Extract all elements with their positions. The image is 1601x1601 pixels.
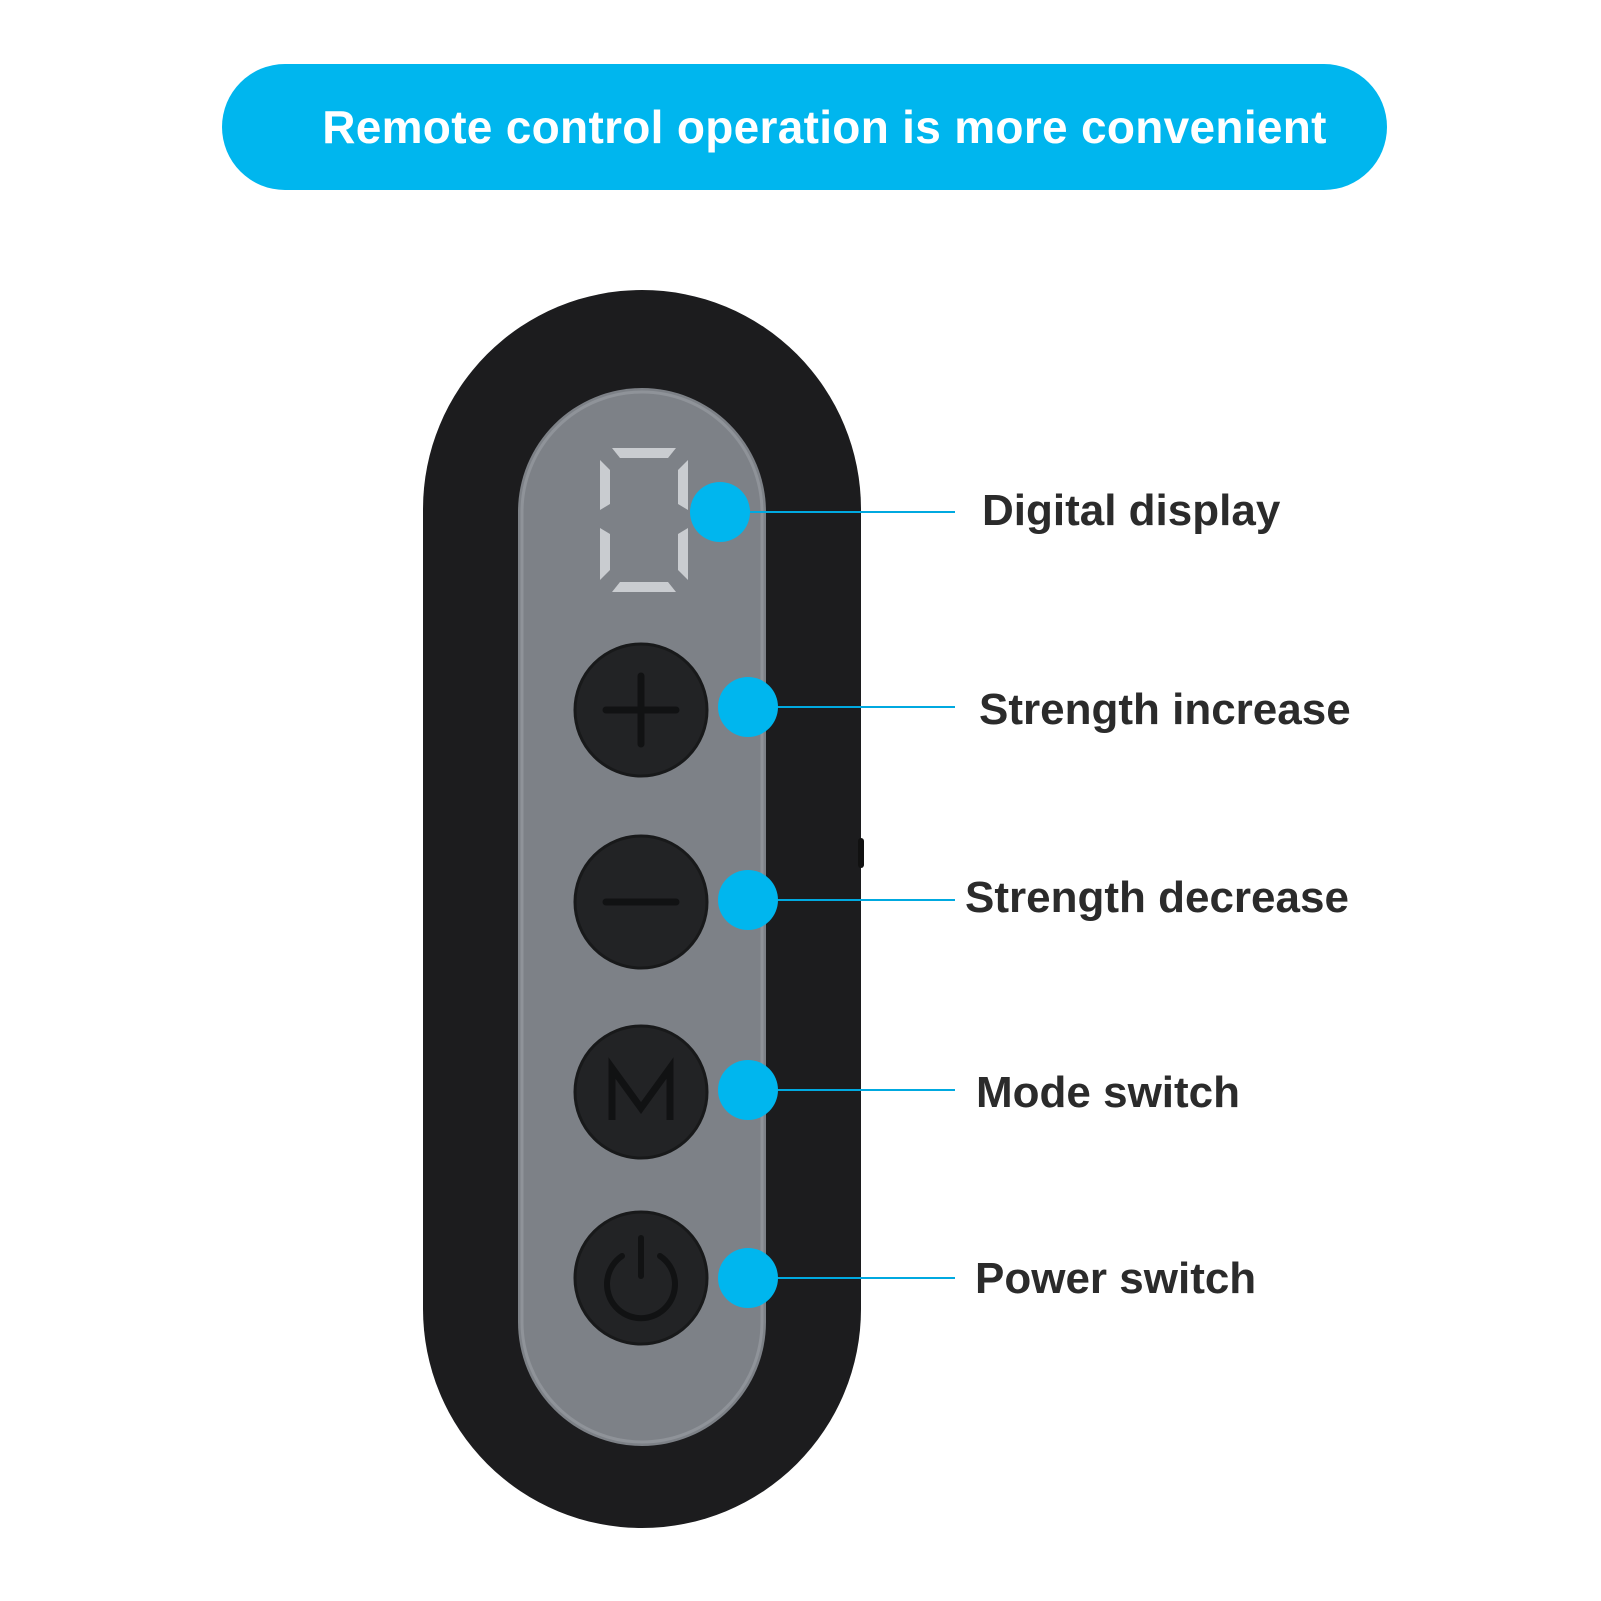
m-icon xyxy=(608,1057,674,1120)
power-icon xyxy=(604,1235,678,1322)
label-mode-switch: Mode switch xyxy=(976,1068,1241,1117)
headline-banner: Remote control operation is more conveni… xyxy=(222,64,1387,190)
strength-decrease-button[interactable] xyxy=(573,834,709,970)
callout-power-switch xyxy=(718,1248,955,1308)
plus-icon xyxy=(602,672,680,748)
label-digital-display: Digital display xyxy=(982,486,1281,535)
callout-strength-increase xyxy=(718,677,955,737)
callout-dot xyxy=(718,1060,778,1120)
label-strength-decrease: Strength decrease xyxy=(965,873,1349,922)
callout-dot xyxy=(718,677,778,737)
label-power-switch: Power switch xyxy=(975,1254,1257,1303)
callout-dot xyxy=(690,482,750,542)
callout-digital-display xyxy=(690,482,955,542)
callout-strength-decrease xyxy=(718,870,955,930)
strength-increase-button[interactable] xyxy=(573,642,709,778)
mode-switch-button[interactable] xyxy=(573,1024,709,1160)
callout-mode-switch xyxy=(718,1060,955,1120)
digital-display xyxy=(600,448,688,592)
side-button xyxy=(858,838,864,868)
callout-dot xyxy=(718,870,778,930)
callout-dot xyxy=(718,1248,778,1308)
label-strength-increase: Strength increase xyxy=(979,685,1351,734)
headline-text: Remote control operation is more conveni… xyxy=(322,101,1327,153)
power-switch-button[interactable] xyxy=(573,1210,709,1346)
